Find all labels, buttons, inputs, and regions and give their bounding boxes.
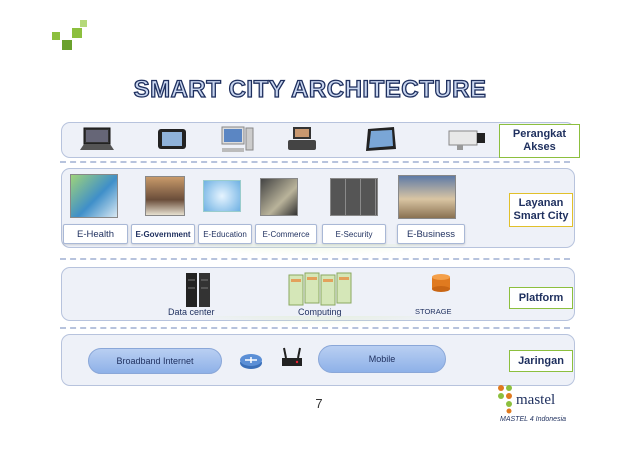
touch-tablet-icon <box>362 125 398 153</box>
brand-tagline: MASTEL 4 Indonesia <box>500 416 566 423</box>
tablet-icon <box>157 128 187 150</box>
service-e-education: E-Education <box>198 224 252 244</box>
services-layer-label: Layanan Smart City <box>509 193 573 227</box>
e-commerce-image <box>260 178 298 216</box>
device-row <box>75 124 495 154</box>
e-business-image <box>398 175 456 219</box>
server-rack-icon <box>184 272 212 308</box>
wireless-router-icon <box>280 346 304 368</box>
access-layer-label: Perangkat Akses <box>499 124 580 158</box>
cctv-camera-icon <box>447 127 487 151</box>
router-icon <box>239 352 263 370</box>
platform-storage: STORAGE <box>415 307 452 316</box>
video-phone-icon <box>287 126 317 152</box>
layer-divider <box>60 258 570 260</box>
e-government-image <box>145 176 185 216</box>
network-broadband-internet: Broadband Internet <box>88 348 222 374</box>
service-e-government: E-Government <box>131 224 195 244</box>
e-security-image <box>330 178 378 216</box>
page-title: SMART CITY ARCHITECTURE <box>0 76 620 104</box>
service-e-health: E-Health <box>63 224 128 244</box>
laptop-icon <box>80 126 116 152</box>
brand-name: mastel <box>516 392 555 409</box>
computing-servers-icon <box>287 271 355 309</box>
layer-divider <box>60 327 570 329</box>
desktop-computer-icon <box>220 126 254 154</box>
e-education-image <box>203 180 241 212</box>
mastel-logo-icon <box>496 384 518 414</box>
platform-layer-label: Platform <box>509 287 573 309</box>
service-e-business: E-Business <box>397 224 465 244</box>
service-e-security: E-Security <box>322 224 386 244</box>
storage-cylinder-icon <box>431 273 451 293</box>
layer-divider <box>60 161 570 163</box>
e-health-image <box>70 174 118 218</box>
service-e-commerce: E-Commerce <box>255 224 317 244</box>
network-mobile: Mobile <box>318 345 446 373</box>
corner-logo-icon <box>52 20 88 54</box>
network-layer-label: Jaringan <box>509 350 573 372</box>
